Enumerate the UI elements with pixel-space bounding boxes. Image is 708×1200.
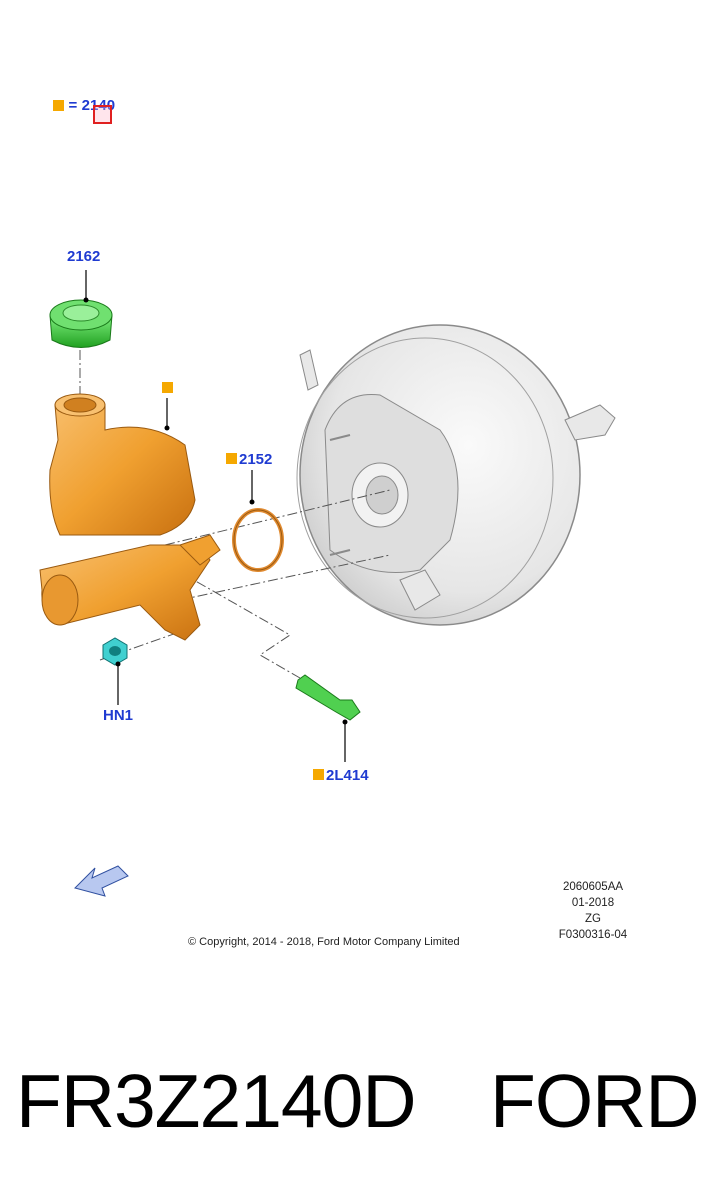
part-number: FR3Z2140D [16, 1059, 417, 1143]
nut-hn1[interactable] [102, 637, 128, 666]
copyright-text: © Copyright, 2014 - 2018, Ford Motor Com… [188, 936, 460, 948]
legend-square-icon [53, 100, 64, 112]
alignment-lines [79, 350, 391, 679]
brand-name: FORD [490, 1059, 699, 1143]
exploded-diagram [39, 270, 616, 897]
legend-equals: = [68, 97, 78, 114]
callout-square-2l414 [313, 769, 324, 780]
drawing-info-line3: ZG [585, 913, 601, 925]
highlight-box [93, 105, 112, 124]
drawing-info-line1: 2060605AA [562, 881, 624, 893]
orientation-arrow-icon [74, 865, 129, 897]
callout-2152[interactable]: 2152 [239, 451, 273, 468]
callout-2162[interactable]: 2162 [67, 248, 101, 265]
drawing-info-line4: F0300316-04 [558, 929, 628, 941]
sensor-2l414[interactable] [295, 674, 361, 721]
brake-booster[interactable] [296, 324, 616, 626]
callout-square-2152 [226, 453, 237, 464]
drawing-info: 2060605AA 01-2018 ZG F0300316-04 [548, 879, 638, 943]
master-cylinder[interactable] [39, 393, 221, 641]
callout-2l414[interactable]: 2L414 [326, 767, 369, 784]
reservoir-cap[interactable] [49, 299, 113, 348]
callout-hn1[interactable]: HN1 [103, 707, 134, 724]
callout-square-2140 [162, 382, 173, 393]
drawing-info-line2: 01-2018 [571, 897, 615, 909]
